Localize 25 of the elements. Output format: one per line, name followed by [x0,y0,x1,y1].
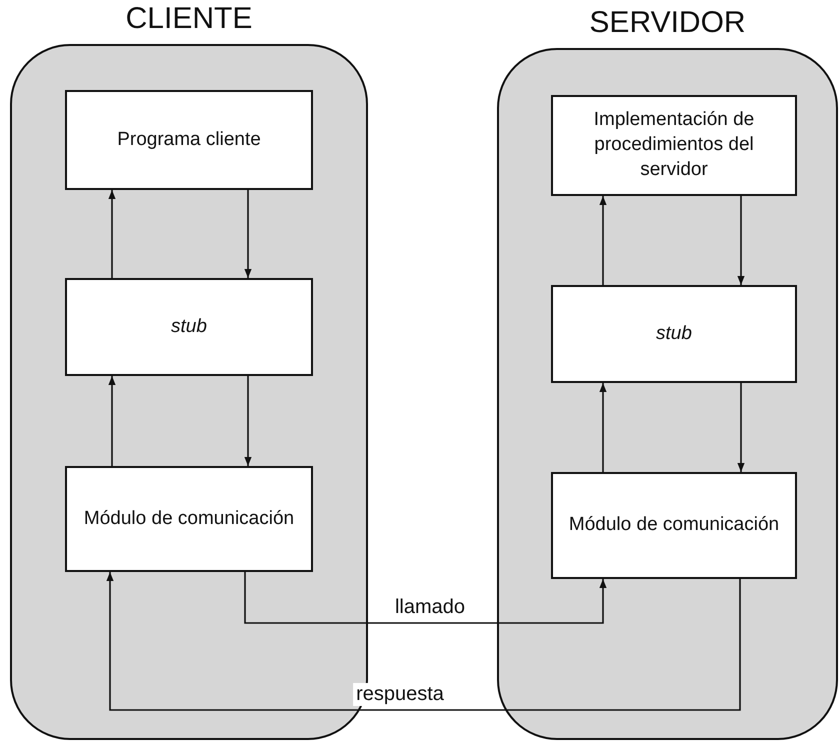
box-label: Módulo de comunicación [82,506,296,531]
process-box [65,466,313,572]
arrow [244,190,252,278]
panel-title: SERVIDOR [588,6,747,40]
edge-label: respuesta [353,683,447,706]
arrow [106,572,741,711]
arrow [108,376,116,466]
box-label: stub [655,322,693,346]
box-label: Implementación de procedimientos del servidor [592,108,756,182]
arrow [108,190,116,278]
arrow [244,376,252,466]
process-box [65,278,313,376]
box-label: Módulo de comunicación [568,513,780,538]
box-label: Programa cliente [116,128,262,152]
panel-title: CLIENTE [124,2,254,36]
box-label: stub [170,314,208,339]
process-box [551,285,797,383]
process-box [65,90,313,190]
arrow [737,196,745,285]
arrow [599,383,607,472]
arrow [737,383,745,472]
arrow [599,196,607,285]
process-box [551,472,797,579]
arrow [244,572,607,624]
process-box [551,95,797,196]
